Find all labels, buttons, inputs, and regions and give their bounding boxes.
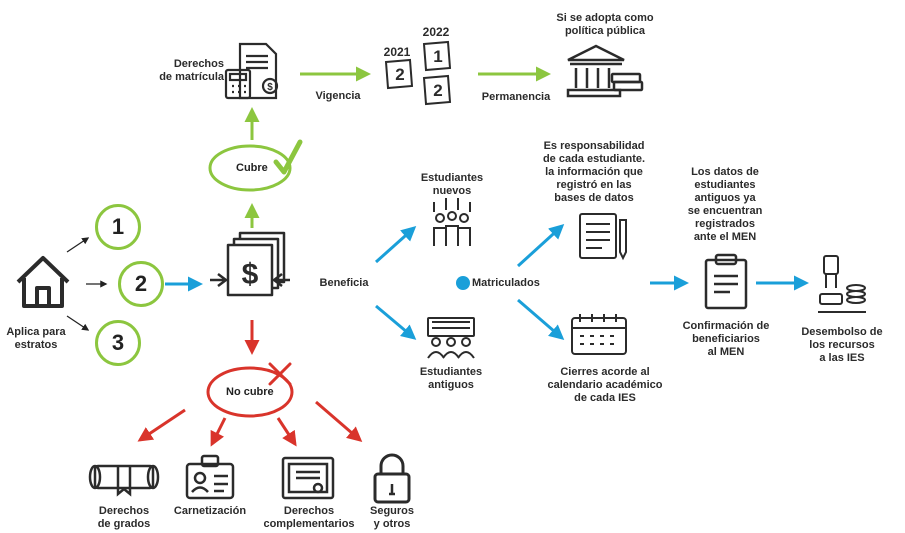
arrow-to-seguros (315, 400, 363, 442)
matriculados-label: Matriculados (472, 277, 540, 289)
estudiantes-nuevos-label: Estudiantes nuevos (420, 172, 484, 197)
matricula-icon: $ (224, 42, 279, 100)
desembolso-label: Desembolso de los recursos a las IES (801, 326, 883, 364)
calendar-2021-icon (384, 58, 414, 90)
derechos-matricula-label: Derechos de matrícula (159, 58, 224, 83)
money-document-icon: $ (210, 231, 290, 297)
arrow-to-3 (66, 315, 90, 331)
calendar-grid-icon (571, 314, 627, 355)
arrow-to-nuevos (374, 225, 417, 264)
notepad-icon (579, 213, 627, 261)
beneficia-label: Beneficia (319, 277, 369, 289)
politica-label: Si se adopta como política pública (556, 12, 654, 37)
confirmacion-label: Confirmación de beneficiarios al MEN (682, 320, 770, 358)
derechos-complementarios-label: Derechos complementarios (263, 505, 355, 530)
calendar-2021-number: 2 (395, 65, 405, 84)
datos-men-label: Los datos de estudiantes antiguos ya se … (687, 166, 763, 243)
x-icon (268, 362, 292, 386)
estrato-2-circle: 2 (118, 261, 164, 307)
cierres-label: Cierres acorde al calendario académico d… (547, 366, 663, 404)
check-icon (273, 139, 303, 175)
year-2022: 2022 (422, 25, 450, 39)
clipboard-icon (704, 253, 748, 310)
no-cubre-label: No cubre (226, 386, 274, 398)
arrow-to-cierres (517, 298, 565, 340)
calendar-2022-icon (422, 40, 452, 106)
estrato-1-circle: 1 (95, 204, 141, 250)
arrow-to-antiguos (375, 304, 417, 340)
cubre-label: Cubre (236, 162, 268, 174)
house-icon (16, 256, 70, 308)
seguros-label: Seguros y otros (369, 505, 414, 530)
lock-icon (373, 453, 411, 504)
estrato-3-circle: 3 (95, 320, 141, 366)
derechos-grados-label: Derechos de grados (97, 505, 151, 530)
vigencia-label: Vigencia (315, 90, 361, 102)
calendar-2022-number-top: 1 (433, 47, 443, 66)
diploma-icon (88, 464, 160, 497)
responsabilidad-label: Es responsabilidad de cada estudiante. l… (542, 140, 646, 204)
year-2021: 2021 (383, 45, 411, 59)
aplica-label: Aplica para estratos (6, 326, 66, 351)
arrow-to-responsabilidad (516, 223, 565, 268)
svg-text:$: $ (242, 258, 259, 291)
money-disbursement-icon (818, 255, 866, 313)
permanencia-label: Permanencia (481, 91, 551, 103)
cubre-oval (208, 144, 292, 192)
estudiantes-antiguos-label: Estudiantes antiguos (419, 366, 483, 391)
id-card-icon (185, 454, 235, 500)
old-students-icon (427, 317, 475, 359)
arrow-to-1 (66, 237, 90, 253)
matriculados-dot (456, 276, 470, 290)
svg-text:$: $ (267, 82, 273, 93)
new-students-icon (433, 198, 471, 246)
arrow-to-carnetizacion (210, 417, 227, 447)
certificate-icon (281, 456, 335, 500)
arrow-to-complementarios (276, 417, 297, 447)
no-cubre-oval (206, 366, 294, 418)
calendar-2022-number-bottom: 2 (433, 81, 443, 100)
institution-icon (566, 44, 644, 98)
arrow-to-grados (137, 408, 186, 442)
carnetizacion-label: Carnetización (173, 505, 247, 517)
